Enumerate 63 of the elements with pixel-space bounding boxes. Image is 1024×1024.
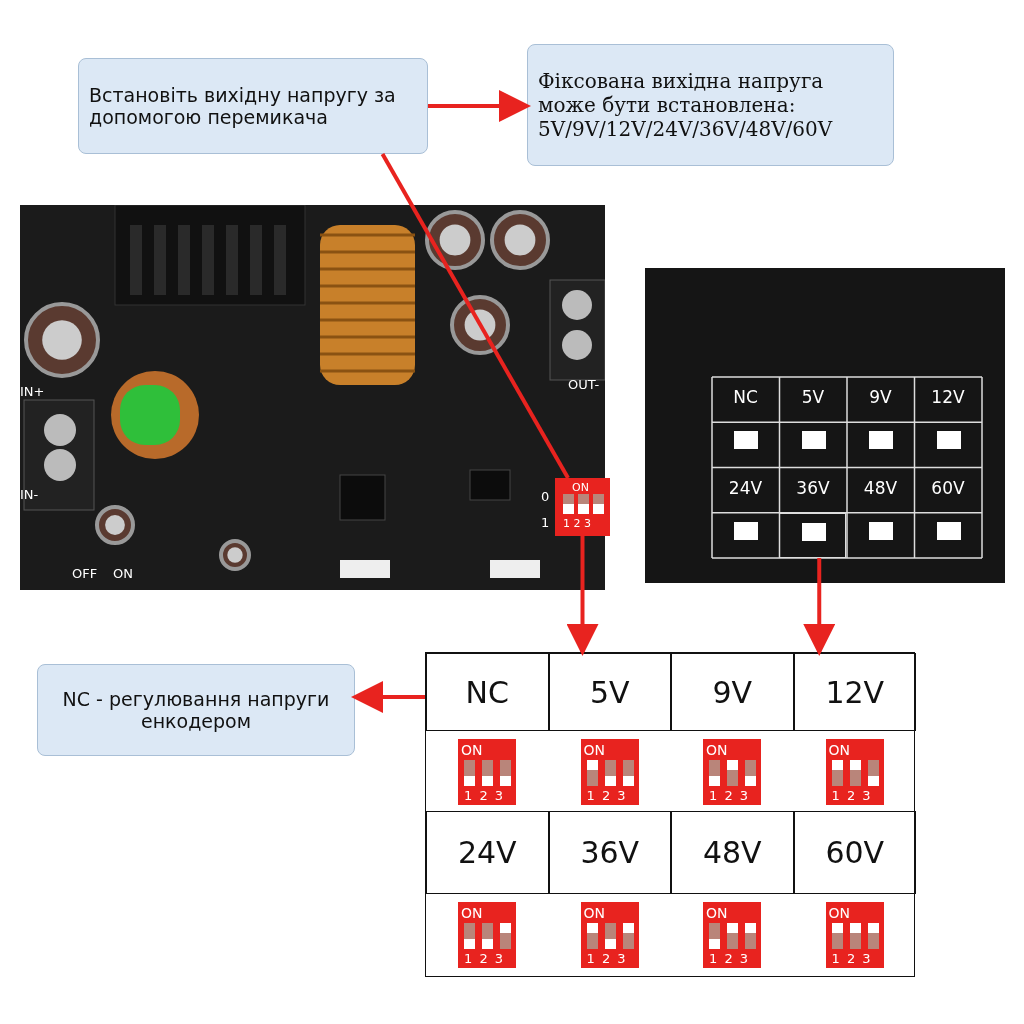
arrow	[428, 90, 531, 122]
silkscreen-label: ON	[113, 567, 133, 580]
callout-text: Встановіть вихідну напругу за допомогою перемикача	[89, 84, 397, 128]
switch-label: ON	[583, 743, 605, 757]
switch-numbers: 1 2 3	[831, 789, 871, 802]
voltage-label: NC	[732, 389, 759, 406]
switch-numbers: 1 2 3	[464, 789, 504, 802]
voltage-table	[425, 652, 915, 977]
dip-switch	[580, 902, 639, 968]
switch-numbers: 1 2 3	[563, 518, 591, 529]
table-header-cell: NC	[426, 653, 549, 731]
voltage-label: 5V	[800, 389, 826, 406]
switch-label: ON	[706, 906, 728, 920]
voltage-label: 60V	[930, 479, 966, 497]
switch-numbers: 1 2 3	[831, 952, 871, 965]
voltage-label: 48V	[862, 479, 899, 497]
switch-numbers: 1 2 3	[586, 952, 626, 965]
dip-switch	[580, 739, 639, 805]
leader-line	[380, 153, 570, 479]
silkscreen-label: IN+	[20, 385, 45, 398]
switch-numbers: 1 2 3	[464, 952, 504, 965]
voltage-label: 9V	[868, 389, 893, 406]
table-header-cell: 5V	[548, 653, 671, 731]
switch-numbers: 1 2 3	[709, 789, 749, 802]
dip-switch	[825, 739, 884, 805]
switch-label: ON	[583, 906, 605, 920]
switch-label: ON	[461, 743, 483, 757]
voltage-label: 24V	[727, 479, 764, 497]
switch-label: ON	[828, 743, 850, 757]
dip-switch	[703, 739, 761, 805]
table-header-cell: 36V	[548, 811, 671, 894]
arrow	[803, 558, 836, 656]
switch-cell	[779, 513, 846, 558]
switch-numbers: 1 2 3	[709, 952, 749, 965]
callout-box	[78, 58, 428, 154]
board-back-photo	[645, 268, 1005, 583]
table-header-cell: 12V	[793, 653, 916, 731]
table-header-cell: 24V	[426, 811, 549, 894]
switch-position-label: 0	[541, 490, 550, 503]
dip-switch	[703, 902, 761, 968]
dip-switch	[458, 739, 516, 805]
switch-label: ON	[572, 482, 589, 493]
table-header-cell: 60V	[793, 811, 916, 894]
switch-label: ON	[461, 906, 483, 920]
table-header-cell: 48V	[671, 811, 794, 894]
arrow	[566, 536, 599, 656]
callout-box	[37, 664, 355, 756]
dip-switch	[458, 902, 516, 968]
table-header-cell: 9V	[671, 653, 794, 731]
switch-label: ON	[706, 743, 728, 757]
callout-text: NC - регулювання напруги енкодером	[61, 688, 331, 732]
silkscreen-label: OFF	[72, 567, 98, 580]
callout-box	[527, 44, 894, 166]
voltage-label: 12V	[930, 389, 966, 406]
voltage-label: 36V	[795, 479, 831, 497]
silkscreen-label: IN-	[20, 488, 39, 501]
dip-switch	[825, 902, 884, 968]
callout-text: Фіксована вихідна напруга може бути встановлена: 5V/9V/12V/24V/36V/48V/60V	[538, 69, 834, 141]
switch-position-label: 1	[541, 516, 550, 529]
switch-label: ON	[828, 906, 850, 920]
arrow	[351, 681, 425, 713]
switch-numbers: 1 2 3	[586, 789, 626, 802]
silkscreen-label: OUT-	[568, 378, 600, 391]
